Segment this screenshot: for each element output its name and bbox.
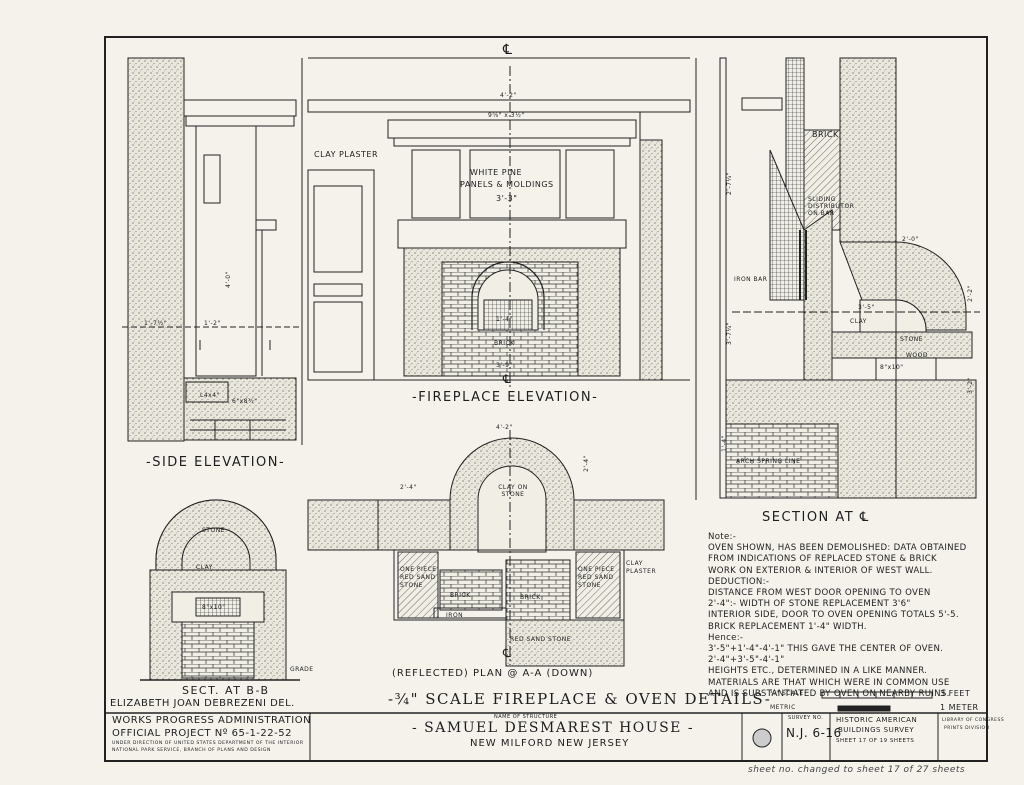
- label-one-piece-right: ONE PIECE RED SAND STONE: [578, 566, 615, 589]
- tb-habs1: HISTORIC AMERICAN: [836, 716, 918, 724]
- tb-loc2: PRINTS DIVISION: [944, 726, 990, 731]
- label-brick-plan-right: BRICK: [520, 594, 541, 601]
- label-brick-plan-left: BRICK: [450, 592, 471, 599]
- tb-under: UNDER DIRECTION OF UNITED STATES DEPARTM…: [112, 741, 304, 746]
- label-arch-spring-line: ARCH SPRING LINE: [736, 458, 801, 465]
- notes-heading: Note:-: [708, 532, 737, 542]
- dim-sec-h2: 3'-2": [966, 377, 974, 394]
- dim-sec-l2: 3'-7¼": [726, 321, 734, 346]
- tb-habs2: BUILDINGS SURVEY: [838, 726, 915, 734]
- fireplace-elevation-caption: -FIREPLACE ELEVATION-: [412, 390, 599, 405]
- sect-bb-caption: SECT. AT B-B: [182, 684, 270, 697]
- tb-survey-no: N.J. 6-16: [786, 726, 842, 740]
- note-line-14: AND IS SUBSTANTIATED BY OVEN ON NEARBY R…: [708, 688, 950, 699]
- dim-sec-w: 2'-0": [902, 236, 919, 243]
- metric-label: METRIC: [770, 704, 796, 711]
- label-stone-bb: STONE: [202, 527, 225, 534]
- dim-side-b: 1'-2": [204, 320, 221, 327]
- note-line-11: 2'-4"+3'-5"-4'-1": [708, 655, 785, 666]
- label-wood-section: WOOD: [906, 352, 928, 359]
- dim-top: 4'-2": [500, 92, 517, 99]
- label-iron: IRON: [446, 612, 464, 619]
- tb-structure: - SAMUEL DESMAREST HOUSE -: [412, 720, 695, 736]
- tb-sheet: SHEET 17 OF 19 SHEETS: [836, 738, 915, 744]
- label-clay-on-stone: CLAY ON STONE: [498, 484, 528, 498]
- note-line-5: DISTANCE FROM WEST DOOR OPENING TO OVEN: [708, 588, 931, 599]
- dim-sec-opening: 8"x10": [880, 364, 904, 371]
- sheet-border: [104, 36, 988, 762]
- note-line-7: INTERIOR SIDE, DOOR TO OVEN OPENING TOTA…: [708, 610, 959, 621]
- label-red-sand-stone: RED SAND STONE: [510, 636, 572, 643]
- label-stone-section: STONE: [900, 336, 923, 343]
- note-line-8: BRICK REPLACEMENT 1'-4" WIDTH.: [708, 621, 867, 632]
- dim-mantel: 9⅝" x 3½": [488, 112, 525, 119]
- note-line-1: OVEN SHOWN, HAS BEEN DEMOLISHED: DATA OB…: [708, 543, 967, 554]
- label-brick-section: BRICK: [812, 130, 839, 139]
- tb-nps: NATIONAL PARK SERVICE, BRANCH OF PLANS A…: [112, 748, 271, 753]
- plan-caption: (REFLECTED) PLAN @ A-A (DOWN): [392, 668, 594, 679]
- note-line-4: DEDUCTION:-: [708, 576, 770, 587]
- note-line-10: 3'-5"+1'-4"-4'-1" THIS GAVE THE CENTER O…: [708, 644, 944, 655]
- sheet-main-title: -¾" SCALE FIREPLACE & OVEN DETAILS-: [388, 690, 772, 708]
- label-one-piece-left: ONE PIECE RED SAND STONE: [400, 566, 437, 589]
- tb-name-label: NAME OF STRUCTURE: [494, 714, 558, 720]
- tb-loc1: LIBRARY OF CONGRESS: [942, 718, 1005, 723]
- dim-sec-h: 2'-2": [966, 285, 974, 302]
- note-line-3: WORK ON EXTERIOR & INTERIOR OF WEST WALL…: [708, 565, 933, 576]
- side-elevation-caption: -SIDE ELEVATION-: [146, 455, 286, 470]
- delineator: ELIZABETH JOAN DEBREZENI DEL.: [110, 698, 295, 709]
- dim-side-h: 4'-0": [224, 271, 232, 288]
- scale-feet: 3 FEET: [940, 689, 971, 698]
- dim-sec-r: 3'-5": [858, 304, 875, 311]
- label-panels-moldings: PANELS & MOLDINGS: [460, 180, 554, 189]
- note-line-12: HEIGHTS ETC., DETERMINED IN A LIKE MANNE…: [708, 666, 928, 677]
- label-white-pine: WHITE PINE: [470, 168, 522, 177]
- label-grade: GRADE: [290, 666, 314, 673]
- dim-plan-w: 2'-4": [400, 484, 417, 491]
- label-clay-plaster: CLAY PLASTER: [314, 150, 379, 159]
- tb-location: NEW MILFORD NEW JERSEY: [470, 738, 630, 749]
- note-line-9: Hence:-: [708, 632, 744, 643]
- scale-label: ¾" SCALE: [770, 690, 804, 697]
- dim-sec-l3: 1'-4": [720, 435, 728, 452]
- note-line-6: 2'-4":- WIDTH OF STONE REPLACEMENT 3'6": [708, 599, 911, 610]
- label-iron-bar: IRON BAR: [734, 276, 768, 283]
- dim-opening: 3'-3": [496, 194, 518, 203]
- dim-lintel: 6"x8½": [232, 398, 258, 405]
- centerline-fireplace: ℄: [503, 372, 512, 386]
- label-clay-section: CLAY: [850, 318, 867, 325]
- tb-project: OFFICIAL PROJECT Nº 65-1-22-52: [112, 728, 292, 739]
- dim-l: L4x4": [200, 392, 220, 399]
- note-line-2: FROM INDICATIONS OF REPLACED STONE & BRI…: [708, 554, 937, 565]
- dim-side-a: 1'-7½": [144, 320, 168, 327]
- dim-sec-l1: 2'-7¼": [726, 171, 734, 196]
- notes-block: Note:- OVEN SHOWN, HAS BEEN DEMOLISHED: …: [708, 532, 978, 700]
- handwritten-sheet-note: sheet no. changed to sheet 17 of 27 shee…: [748, 765, 966, 775]
- tb-wpa: WORKS PROGRESS ADMINISTRATION: [112, 715, 312, 726]
- tb-survey-label: SURVEY NO.: [788, 715, 824, 721]
- dim-base: 3'-9": [496, 362, 513, 369]
- centerline-top: ℄: [503, 42, 513, 58]
- dim-arch: 1'-4": [496, 316, 513, 323]
- label-clay-bb: CLAY: [196, 564, 213, 571]
- scale-meter: 1 METER: [940, 703, 979, 712]
- centerline-plan: ℄: [503, 646, 512, 660]
- label-clay-plaster-plan: CLAY PLASTER: [626, 560, 657, 575]
- dim-plan-top: 4'-2": [496, 424, 513, 431]
- label-hook: SLIDING DISTRIBUTOR ON BAR: [808, 196, 855, 217]
- label-brick-fireplace: BRICK: [494, 340, 515, 347]
- dim-bb-opening: 8"x10": [202, 604, 226, 611]
- dim-plan-h: 2'-4": [582, 455, 590, 472]
- note-line-13: MATERIALS ARE THAT WHICH WERE IN COMMON …: [708, 677, 950, 688]
- section-caption: SECTION AT ℄: [762, 510, 870, 525]
